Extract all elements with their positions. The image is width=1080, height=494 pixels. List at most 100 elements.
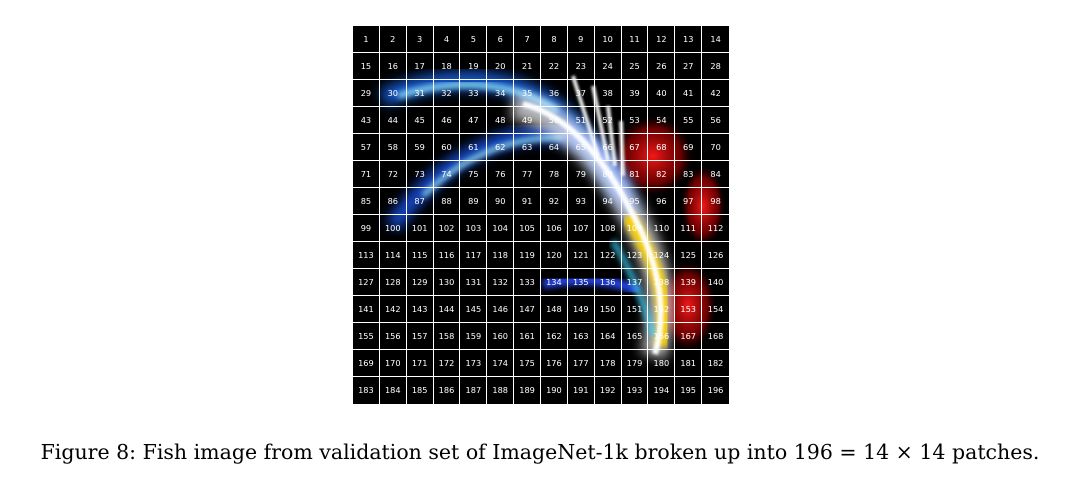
- patch-cell: 143: [406, 296, 434, 323]
- patch-cell: 73: [406, 161, 434, 188]
- patch-cell: 98: [702, 188, 729, 215]
- patch-cell: 172: [433, 350, 461, 377]
- patch-cell: 37: [567, 80, 595, 107]
- patch-cell: 196: [707, 385, 724, 396]
- patch-cell: 152: [648, 296, 676, 323]
- patch-cell: 54: [648, 107, 676, 134]
- patch-cell: 63: [514, 134, 541, 161]
- patch-cell: 41: [675, 80, 703, 107]
- patch-cell: 111: [675, 215, 703, 242]
- patch-cell: 59: [406, 134, 434, 161]
- patch-cell: 29: [353, 80, 380, 107]
- patch-cell: 147: [514, 296, 541, 323]
- patch-cell: 133: [514, 269, 541, 296]
- patch-cell: 120: [541, 242, 568, 269]
- patch-cell: 173: [460, 350, 488, 377]
- patch-cell: 1: [353, 26, 380, 53]
- patch-cell: 186: [434, 377, 461, 404]
- patch-cell: 28: [702, 53, 729, 80]
- caption-suffix: patches.: [945, 440, 1040, 464]
- patch-cell: 107: [567, 215, 595, 242]
- patch-cell: 20: [487, 53, 515, 80]
- patch-cell: 138: [648, 269, 676, 296]
- patch-cell: 180: [648, 350, 676, 377]
- patch-cell: 103: [460, 215, 488, 242]
- patch-cell: 145: [460, 296, 488, 323]
- patch-cell: 192: [595, 377, 622, 404]
- patch-cell: 53: [621, 107, 649, 134]
- patch-cell: 113: [353, 242, 380, 269]
- patch-cell: 43: [353, 107, 380, 134]
- patch-cell: 101: [406, 215, 434, 242]
- patch-cell: 57: [353, 134, 380, 161]
- patch-cell: 102: [433, 215, 461, 242]
- patch-cell: 79: [567, 161, 595, 188]
- patch-cell: 88: [433, 188, 461, 215]
- patch-cell: 163: [567, 323, 595, 350]
- patch-cell: 146: [487, 296, 515, 323]
- patch-cell: 187: [460, 377, 488, 404]
- patch-cell: 11: [621, 26, 649, 53]
- patch-cell: 123: [621, 242, 649, 269]
- patch-cell: 130: [433, 269, 461, 296]
- fish-tail-cyan: [609, 239, 657, 337]
- patch-cell: 36: [541, 80, 568, 107]
- patch-cell: 142: [379, 296, 407, 323]
- patch-cell: 16: [379, 53, 407, 80]
- patch-cell: 39: [621, 80, 649, 107]
- patch-cell: 195: [675, 377, 703, 404]
- patch-cell: 159: [460, 323, 488, 350]
- patch-cell: 86: [379, 188, 407, 215]
- patch-cell: 178: [594, 350, 622, 377]
- patch-cell: 135: [567, 269, 595, 296]
- patch-cell: 18: [433, 53, 461, 80]
- patch-cell: 156: [379, 323, 407, 350]
- patch-cell: 117: [460, 242, 488, 269]
- patch-cell: 26: [648, 53, 676, 80]
- patch-cell: 134: [541, 269, 568, 296]
- patch-cell: 140: [702, 269, 729, 296]
- patch-cell: 19: [460, 53, 488, 80]
- patch-cell: 175: [514, 350, 541, 377]
- patch-cell: 132: [487, 269, 515, 296]
- caption-prefix: Figure 8: Fish image from validation set…: [40, 440, 794, 464]
- patch-cell: 93: [567, 188, 595, 215]
- patch-cell: 193: [622, 377, 649, 404]
- patch-cell: 23: [567, 53, 595, 80]
- patch-cell: 127: [353, 269, 380, 296]
- patch-cell: 87: [406, 188, 434, 215]
- fish-body-core: [522, 101, 664, 355]
- patch-cell: 33: [460, 80, 488, 107]
- patch-cell: 108: [594, 215, 622, 242]
- fish-image: [379, 71, 725, 360]
- patch-cell: 90: [487, 188, 515, 215]
- patch-cell: 116: [433, 242, 461, 269]
- patch-cell: 3: [406, 26, 434, 53]
- patch-cell: 6: [487, 26, 515, 53]
- patch-cell: 164: [594, 323, 622, 350]
- patch-cell: 144: [433, 296, 461, 323]
- patch-cell: 92: [541, 188, 568, 215]
- patch-cell: 124: [648, 242, 676, 269]
- fish-fin-spikes: [571, 75, 625, 177]
- patch-cell: 131: [460, 269, 488, 296]
- patch-cell: 119: [514, 242, 541, 269]
- patch-cell: 64: [541, 134, 568, 161]
- patch-cell: 104: [487, 215, 515, 242]
- patch-cell: 112: [702, 215, 729, 242]
- patch-cell: 74: [433, 161, 461, 188]
- patch-cell: 42: [702, 80, 729, 107]
- patch-cell: 17: [406, 53, 434, 80]
- patch-cell: 154: [702, 296, 729, 323]
- patch-cell: 89: [460, 188, 488, 215]
- patch-cell: 50: [541, 107, 568, 134]
- patch-cell: 72: [379, 161, 407, 188]
- patch-cell: 118: [487, 242, 515, 269]
- cyan-fin-streak-middle: [421, 135, 564, 198]
- patch-cell: 52: [594, 107, 622, 134]
- patch-cell: 60: [433, 134, 461, 161]
- patch-cell: 99: [353, 215, 380, 242]
- blue-fin-streak-lower: [542, 275, 641, 296]
- patch-cell: 126: [702, 242, 729, 269]
